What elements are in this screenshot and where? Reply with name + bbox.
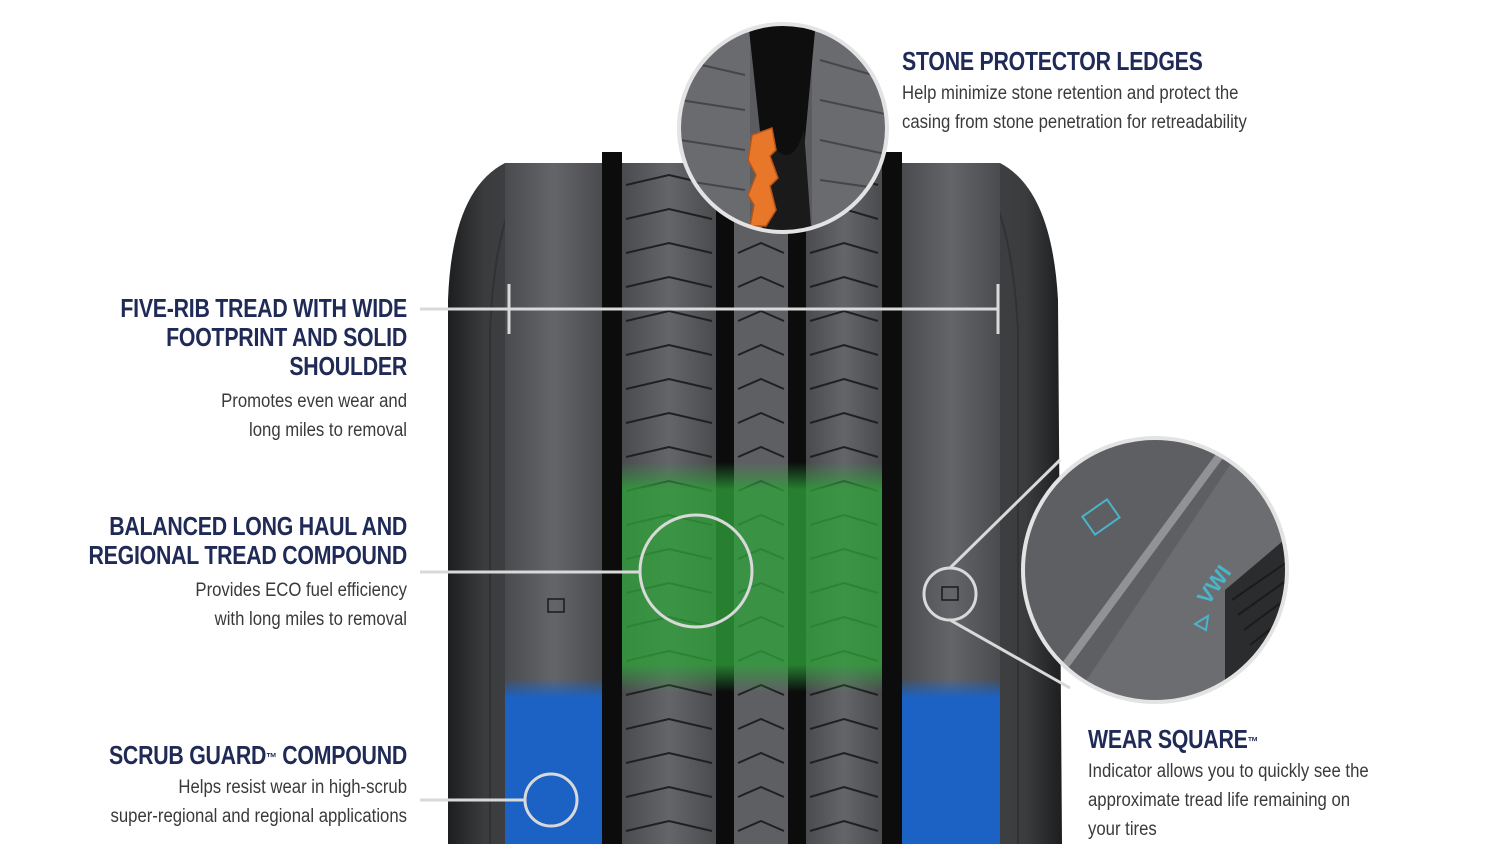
sipe-mark: [737, 241, 785, 254]
triangle-icon: [1193, 614, 1210, 632]
sipe-mark: [809, 377, 879, 390]
sipe-mark: [737, 377, 785, 390]
scrub-guard-title: SCRUB GUARD™ COMPOUND: [108, 740, 407, 770]
wear-square-description: Indicator allows you to quickly see the …: [1088, 761, 1369, 840]
sipe-mark: [809, 343, 879, 356]
sipe-mark: [737, 411, 785, 424]
stone-ledge-icon: [747, 127, 779, 227]
wear-square-callout: WEAR SQUARE™ Indicator allows you to qui…: [1088, 725, 1468, 844]
stone-protector-description: Help minimize stone retention and protec…: [902, 83, 1247, 133]
sipe-mark: [625, 275, 713, 288]
callout-lines: [420, 284, 1071, 828]
wear-square-inset: VWI: [1021, 436, 1289, 704]
tread-compound-description: Provides ECO fuel efficiency with long m…: [195, 580, 407, 630]
sipe-mark: [625, 343, 713, 356]
sipe-mark: [737, 445, 785, 458]
sipe-mark: [625, 445, 713, 458]
sipe-mark: [625, 377, 713, 390]
sipe-mark: [809, 241, 879, 254]
wear-square-right: [941, 586, 959, 601]
sipe-mark: [809, 785, 879, 798]
tread-compound-callout: BALANCED LONG HAUL AND REGIONAL TREAD CO…: [0, 512, 407, 634]
sipe-mark: [625, 751, 713, 764]
sipe-mark: [809, 819, 879, 832]
sipe-mark: [625, 309, 713, 322]
stone-protector-inset: [677, 22, 889, 234]
sipe-mark: [625, 717, 713, 730]
sipe-mark: [625, 207, 713, 220]
sipe-mark: [737, 343, 785, 356]
five-rib-title: FIVE-RIB TREAD WITH WIDE FOOTPRINT AND S…: [120, 293, 407, 381]
sipe-mark: [809, 751, 879, 764]
sipe-mark: [737, 819, 785, 832]
wear-square-title: WEAR SQUARE™: [1088, 724, 1258, 754]
stone-protector-title: STONE PROTECTOR LEDGES: [902, 46, 1203, 76]
sipe-mark: [809, 275, 879, 288]
five-rib-description: Promotes even wear and long miles to rem…: [221, 391, 407, 441]
sipe-mark: [809, 717, 879, 730]
five-rib-callout: FIVE-RIB TREAD WITH WIDE FOOTPRINT AND S…: [0, 294, 407, 445]
scrub-guard-description: Helps resist wear in high-scrub super-re…: [110, 777, 407, 827]
sipe-mark: [737, 309, 785, 322]
sipe-mark: [625, 785, 713, 798]
sipe-mark: [737, 275, 785, 288]
sipe-mark: [809, 411, 879, 424]
wear-square-left: [547, 598, 565, 613]
sipe-mark: [809, 309, 879, 322]
tread-compound-title: BALANCED LONG HAUL AND REGIONAL TREAD CO…: [88, 511, 407, 570]
wear-square-icon: [1081, 497, 1121, 537]
sipe-mark: [625, 241, 713, 254]
stone-protector-callout: STONE PROTECTOR LEDGES Help minimize sto…: [902, 47, 1382, 137]
scrub-guard-zone: [505, 678, 1000, 844]
sipe-mark: [737, 717, 785, 730]
scrub-guard-callout: SCRUB GUARD™ COMPOUND Helps resist wear …: [0, 741, 407, 831]
sipe-mark: [737, 751, 785, 764]
sipe-mark: [625, 819, 713, 832]
sipe-mark: [737, 785, 785, 798]
sipe-mark: [809, 445, 879, 458]
sipe-mark: [625, 411, 713, 424]
